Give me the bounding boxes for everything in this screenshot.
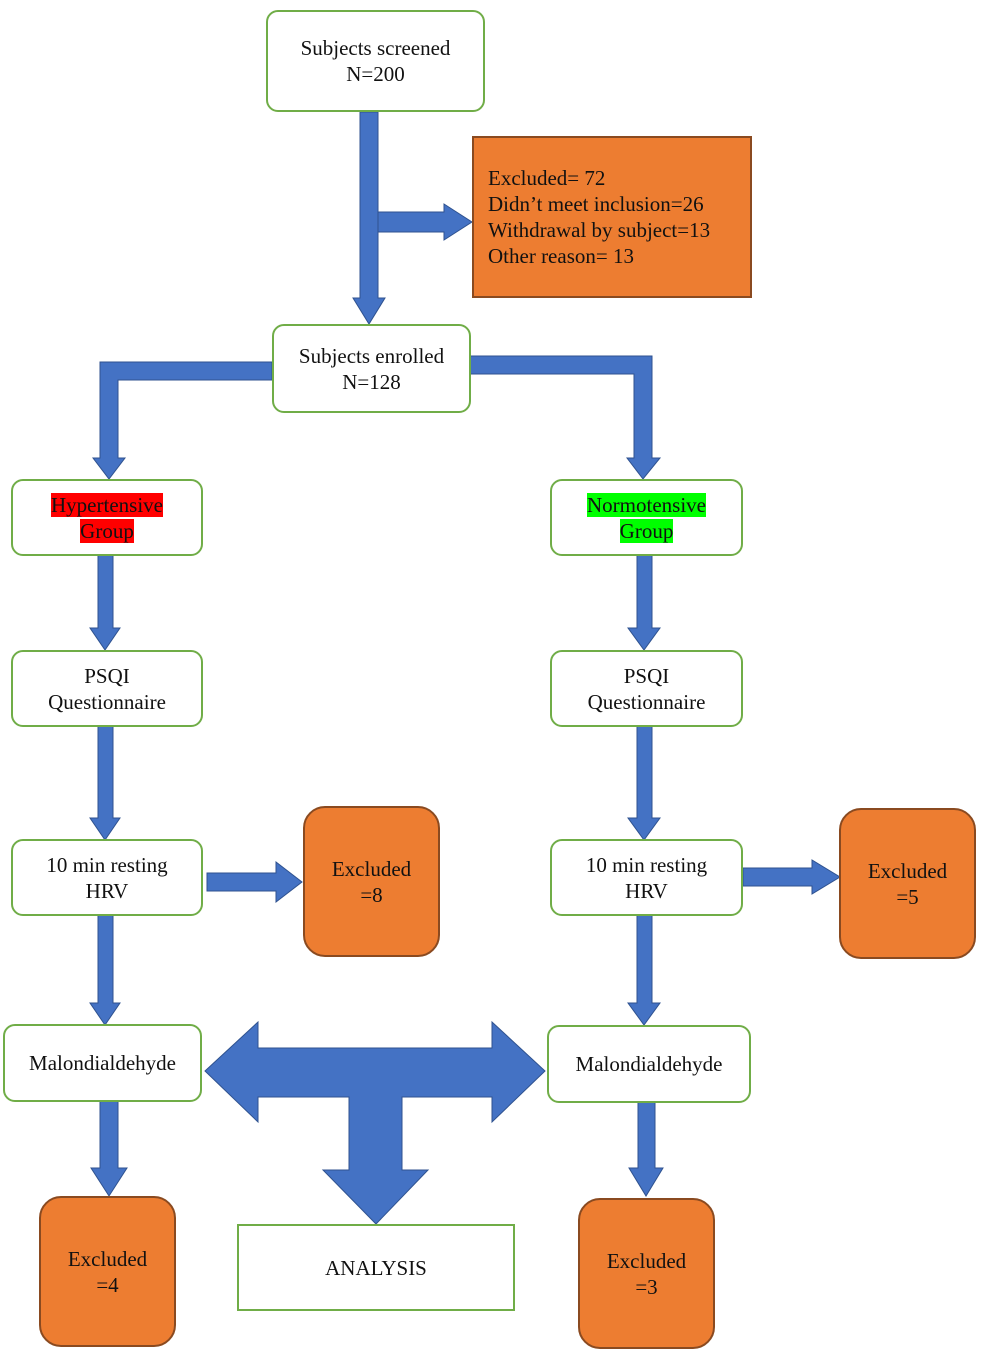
arrow-normotensive-to-psqi [627, 554, 661, 651]
normotensive-label: Normotensive [587, 492, 706, 517]
normotensive-group-box: Normotensive Group [550, 479, 743, 556]
excluded-mda-right-box: Excluded =3 [578, 1198, 715, 1349]
excluded-main-other: Other reason= 13 [488, 244, 634, 268]
psqi-box-right: PSQI Questionnaire [550, 650, 743, 727]
arrow-enrolled-to-normotensive [469, 355, 662, 480]
mda-box-left: Malondialdehyde [3, 1024, 202, 1102]
excluded-mda-right-label: Excluded [606, 1248, 687, 1273]
excluded-main-box: Excluded= 72 Didn’t meet inclusion=26 Wi… [472, 136, 752, 298]
hypertensive-group-label: Group [80, 518, 134, 543]
arrow-mda-to-excluded-right [628, 1101, 664, 1197]
subjects-enrolled-label: Subjects enrolled [298, 343, 445, 368]
arrow-hrv-to-excluded-left [206, 860, 303, 904]
analysis-t-arrow [204, 1020, 546, 1225]
mda-right-label: Malondialdehyde [575, 1052, 723, 1076]
analysis-label: ANALYSIS [325, 1255, 427, 1280]
excluded-hrv-right-label: Excluded [867, 858, 948, 883]
analysis-box: ANALYSIS [237, 1224, 515, 1311]
hrv-right-line2: HRV [625, 878, 668, 903]
arrow-hrv-to-mda-left [89, 914, 121, 1026]
hypertensive-label: Hypertensive [51, 492, 163, 517]
subjects-screened-label: Subjects screened [300, 36, 451, 60]
subjects-enrolled-count: N=128 [342, 369, 401, 394]
excluded-main-total: Excluded= 72 [488, 166, 606, 190]
arrow-psqi-to-hrv-left [89, 725, 121, 841]
hrv-box-left: 10 min resting HRV [11, 839, 203, 916]
psqi-right-line1: PSQI [623, 663, 670, 688]
arrow-hypertensive-to-psqi [89, 554, 121, 651]
excluded-hrv-right-box: Excluded =5 [839, 808, 976, 959]
excluded-mda-right-count: =3 [635, 1274, 658, 1299]
subjects-enrolled-box: Subjects enrolled N=128 [272, 324, 471, 413]
arrow-enrolled-to-hypertensive [91, 361, 273, 480]
excluded-mda-left-count: =4 [96, 1272, 119, 1297]
normotensive-group-label: Group [619, 518, 674, 543]
excluded-main-withdrawal: Withdrawal by subject=13 [488, 218, 711, 242]
excluded-hrv-left-label: Excluded [331, 856, 412, 881]
psqi-box-left: PSQI Questionnaire [11, 650, 203, 727]
arrow-mda-to-excluded-left [90, 1100, 128, 1197]
psqi-left-line2: Questionnaire [48, 689, 166, 714]
hrv-box-right: 10 min resting HRV [550, 839, 743, 916]
arrow-hrv-to-excluded-right [742, 859, 841, 895]
psqi-right-line2: Questionnaire [587, 689, 706, 714]
hrv-right-line1: 10 min resting [585, 852, 708, 877]
excluded-hrv-right-count: =5 [896, 884, 919, 909]
hrv-left-line2: HRV [85, 878, 129, 903]
excluded-mda-left-box: Excluded =4 [39, 1196, 176, 1347]
arrow-hrv-to-mda-right [627, 914, 661, 1026]
excluded-hrv-left-count: =8 [360, 882, 383, 907]
arrow-psqi-to-hrv-right [627, 725, 661, 841]
excluded-mda-left-label: Excluded [67, 1246, 148, 1271]
hrv-left-line1: 10 min resting [46, 852, 168, 877]
arrow-screened-to-enrolled [352, 111, 386, 325]
mda-box-right: Malondialdehyde [547, 1025, 751, 1103]
subjects-screened-box: Subjects screened N=200 [266, 10, 485, 112]
excluded-main-inclusion: Didn’t meet inclusion=26 [488, 192, 704, 216]
psqi-left-line1: PSQI [84, 663, 130, 688]
subjects-screened-count: N=200 [346, 62, 405, 86]
arrow-to-excluded-main [377, 203, 473, 241]
excluded-hrv-left-box: Excluded =8 [303, 806, 440, 957]
mda-left-label: Malondialdehyde [29, 1051, 176, 1075]
hypertensive-group-box: Hypertensive Group [11, 479, 203, 556]
